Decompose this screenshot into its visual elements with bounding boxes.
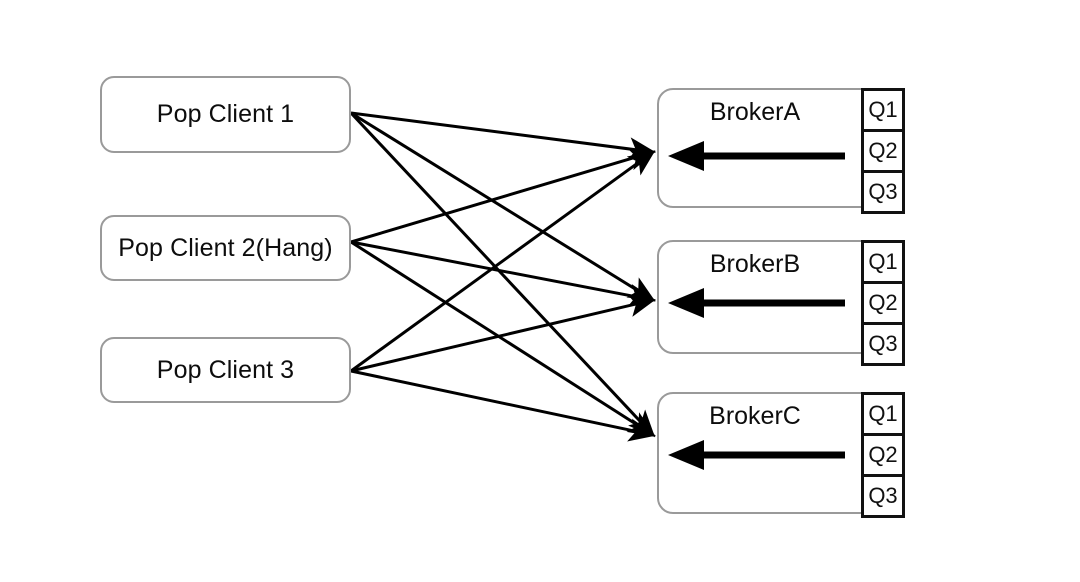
connection-arrow-client3-to-brokerA xyxy=(350,150,656,373)
connection-arrow-client3-to-brokerB xyxy=(350,294,656,373)
queue-cell[interactable]: Q2 xyxy=(861,129,905,173)
queue-cell[interactable]: Q2 xyxy=(861,281,905,325)
queue-cell[interactable]: Q3 xyxy=(861,322,905,366)
broker-label: BrokerC xyxy=(709,402,801,430)
client-box-client2[interactable]: Pop Client 2(Hang) xyxy=(100,215,351,281)
client-box-client3[interactable]: Pop Client 3 xyxy=(100,337,351,403)
queue-cell[interactable]: Q3 xyxy=(861,474,905,518)
connection-arrow-client1-to-brokerC xyxy=(349,111,656,438)
connection-arrow-client1-to-brokerA xyxy=(350,111,656,161)
connection-arrow-client1-to-brokerB xyxy=(350,111,656,302)
queue-cell[interactable]: Q3 xyxy=(861,170,905,214)
connection-arrow-client3-to-brokerC xyxy=(350,369,656,442)
client-label: Pop Client 1 xyxy=(156,100,295,128)
connection-arrow-client2-to-brokerA xyxy=(350,147,656,244)
client-label: Pop Client 3 xyxy=(156,355,295,384)
connection-arrow-client2-to-brokerC xyxy=(350,240,656,437)
connection-arrow-client2-to-brokerB xyxy=(350,240,656,307)
client-label: Pop Client 2(Hang) xyxy=(118,233,333,262)
queue-cell[interactable]: Q1 xyxy=(861,392,905,436)
queue-cell[interactable]: Q2 xyxy=(861,433,905,477)
broker-label: BrokerA xyxy=(709,98,801,126)
client-box-client1[interactable]: Pop Client 1 xyxy=(100,76,351,153)
queue-cell[interactable]: Q1 xyxy=(861,240,905,284)
queue-cell[interactable]: Q1 xyxy=(861,88,905,132)
broker-label: BrokerB xyxy=(709,250,801,278)
